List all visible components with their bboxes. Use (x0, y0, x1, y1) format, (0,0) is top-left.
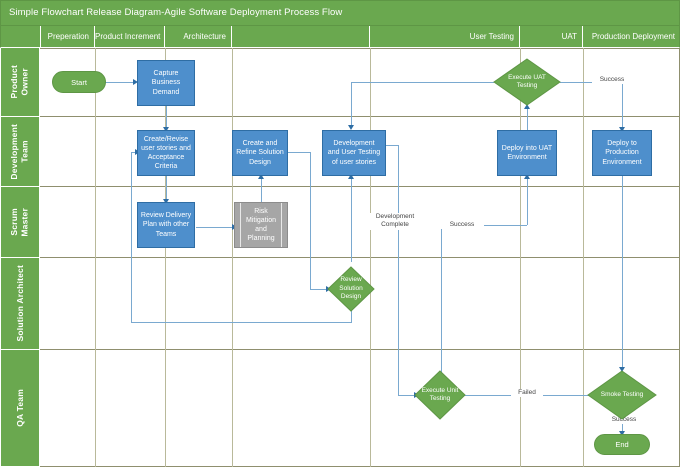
column-divider-6 (583, 48, 584, 467)
column-divider-1 (95, 48, 96, 467)
arrowhead-exec-uat (524, 104, 530, 109)
arrowhead-deploy-uat (524, 174, 530, 179)
lane-label-development-team: Development Team (0, 117, 40, 187)
connector-unit-success-h (441, 225, 527, 226)
arrowhead-dev-test-from-design (348, 174, 354, 179)
node-review-solution-design[interactable]: Review Solution Design (327, 266, 375, 312)
lane-body-scrum-master (40, 187, 680, 258)
column-header-architecture: Architecture (165, 26, 232, 48)
connector-dev-complete-h1 (386, 145, 398, 146)
lane-text-scrum-master: Scrum Master (9, 207, 30, 237)
column-divider-3 (232, 48, 233, 467)
edge-label-success-smoke: Success (604, 416, 644, 425)
node-end[interactable]: End (594, 434, 650, 455)
column-header-user-testing: User Testing (370, 26, 520, 48)
lane-text-qa-team: QA Team (14, 389, 25, 427)
node-deploy-into-uat-environment[interactable]: Deploy into UAT Environment (497, 130, 557, 176)
diagram-title-bar: Simple Flowchart Release Diagram-Agile S… (0, 0, 680, 26)
node-execute-unit-testing[interactable]: Execute Unit Testing (414, 370, 466, 420)
column-divider-4 (370, 48, 371, 467)
node-risk-mitigation-and-planning[interactable]: Risk Mitigation and Planning (234, 202, 288, 248)
arrowhead-deploy-prod (619, 127, 625, 132)
connector-uat-success-v (622, 82, 623, 130)
connector-review-design-return-v1 (351, 310, 352, 322)
connector-deploy-uat-to-exec-uat (527, 106, 528, 130)
connector-dev-complete-v (398, 145, 399, 395)
column-header-product-increment: Product Increment (95, 26, 165, 48)
node-development-and-user-testing[interactable]: Development and User Testing of user sto… (322, 130, 386, 176)
column-header-preperation: Preperation (40, 26, 95, 48)
node-execute-uat-testing[interactable]: Execute UAT Testing (493, 58, 561, 106)
connector-unit-success-up (527, 176, 528, 225)
column-divider-5 (520, 48, 521, 467)
connector-start-to-capture (105, 82, 135, 83)
diamond-shape-smoke-testing (587, 370, 657, 420)
connector-smoke-to-end (622, 420, 623, 434)
edge-label-development-complete: Development Complete (363, 213, 427, 230)
diamond-shape-review-solution-design (327, 266, 375, 312)
connector-uat-to-dev-test-h (351, 82, 494, 83)
lane-text-product-owner: Product Owner (9, 65, 30, 99)
edge-label-failed: Failed (511, 389, 543, 398)
node-start[interactable]: Start (52, 71, 106, 93)
arrowhead-smoke (619, 367, 625, 372)
lane-label-product-owner: Product Owner (0, 48, 40, 117)
edge-label-success-uat: Success (592, 76, 632, 85)
connector-return-into-create-revise (131, 152, 137, 153)
connector-review-design-return-v2 (131, 152, 132, 322)
lane-body-solution-architect (40, 258, 680, 350)
connector-review-design-to-dev-test (351, 176, 352, 262)
connector-review-design-return-h (131, 322, 352, 323)
column-header-blank (232, 26, 370, 48)
column-header-production-deployment: Production Deployment (591, 32, 675, 41)
connector-dev-complete-h2 (398, 395, 416, 396)
node-review-delivery-plan[interactable]: Review Delivery Plan with other Teams (137, 202, 195, 248)
arrowhead-refine-design (258, 174, 264, 179)
arrowhead-review-plan (163, 199, 169, 204)
arrowhead-end (619, 431, 625, 436)
connector-to-review-design-h (310, 289, 328, 290)
connector-refine-design-v (310, 152, 311, 289)
lane-text-development-team: Development Team (9, 123, 30, 180)
node-deploy-to-production-environment[interactable]: Deploy to Production Environment (592, 130, 652, 176)
column-divider-2 (165, 48, 166, 467)
lane-body-qa-team (40, 350, 680, 467)
lane-label-scrum-master: Scrum Master (0, 187, 40, 258)
connector-risk-to-refine-design (261, 176, 262, 203)
connector-refine-design-h (288, 152, 310, 153)
connector-create-revise-to-review-plan (166, 176, 167, 202)
arrowhead-create-revise (163, 127, 169, 132)
diamond-shape-execute-unit-testing (414, 370, 466, 420)
node-create-revise-user-stories[interactable]: Create/Revise user stories and Acceptanc… (137, 130, 195, 176)
page-title: Simple Flowchart Release Diagram-Agile S… (9, 7, 343, 18)
lane-label-qa-team: QA Team (0, 350, 40, 467)
node-capture-business-demand[interactable]: Capture Business Demand (137, 60, 195, 106)
connector-uat-to-dev-test-v (351, 82, 352, 128)
edge-label-success-unit: Success (440, 221, 484, 230)
connector-uat-success-h (560, 82, 622, 83)
node-create-refine-solution-design[interactable]: Create and Refine Solution Design (232, 130, 288, 176)
connector-capture-to-create-revise (166, 106, 167, 130)
column-header-uat: UAT (520, 26, 583, 48)
arrowhead-capture (133, 79, 138, 85)
lane-label-solution-architect: Solution Architect (0, 258, 40, 350)
arrowhead-dev-test-from-uat (348, 125, 354, 130)
lane-text-solution-architect: Solution Architect (14, 265, 25, 342)
connector-unit-success-v (441, 225, 442, 395)
connector-review-plan-to-risk (196, 227, 234, 228)
diamond-shape-execute-uat (493, 58, 561, 106)
connector-deploy-prod-to-smoke (622, 176, 623, 370)
node-smoke-testing[interactable]: Smoke Testing (587, 370, 657, 420)
